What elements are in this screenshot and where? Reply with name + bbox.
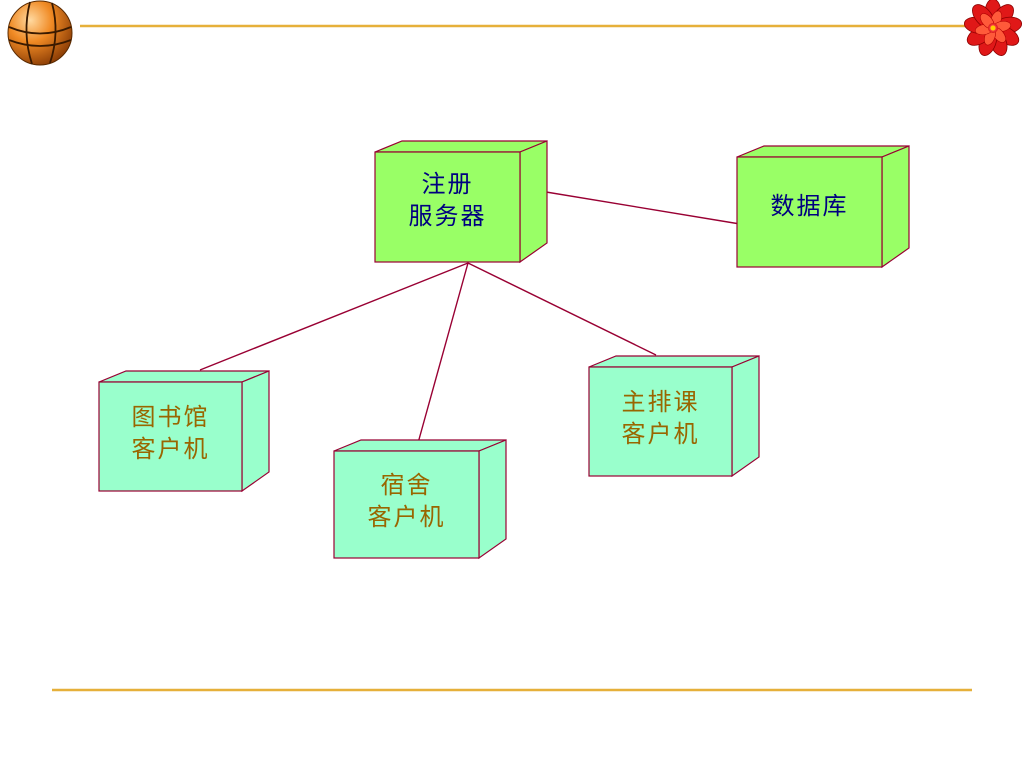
node-label-line: 客户机: [622, 420, 700, 448]
edge-server-scheduling: [467, 262, 657, 356]
nodes: 注册服务器数据库图书馆客户机宿舍客户机主排课客户机: [98, 140, 910, 560]
node-front-face: [98, 381, 243, 492]
node-side-face: [241, 370, 270, 493]
node-database: 数据库: [736, 145, 910, 269]
node-side-face: [881, 145, 910, 269]
node-label-line: 客户机: [132, 435, 210, 463]
edges: [199, 190, 741, 444]
node-label-line: 数据库: [771, 192, 849, 220]
node-front-face: [333, 450, 480, 559]
red-flower-icon: [963, 0, 1023, 56]
edge-server-dormitory: [417, 262, 469, 444]
node-front-face: [374, 151, 521, 263]
node-top-face: [588, 355, 760, 368]
node-label-line: 宿舍: [381, 471, 433, 499]
node-label-line: 图书馆: [132, 403, 210, 431]
node-top-face: [98, 370, 270, 383]
node-label-line: 主排课: [622, 388, 700, 416]
node-front-face: [588, 366, 733, 477]
node-label-line: 服务器: [409, 202, 487, 230]
basketball-icon: [7, 0, 73, 66]
edge-server-library: [199, 262, 469, 371]
node-front-face: [736, 156, 883, 268]
node-side-face: [478, 439, 507, 560]
node-side-face: [731, 355, 760, 478]
node-top-face: [333, 439, 507, 452]
node-top-face: [736, 145, 910, 158]
node-side-face: [519, 140, 548, 264]
node-label-line: 客户机: [368, 503, 446, 531]
node-label-line: 注册: [422, 170, 474, 198]
node-top-face: [374, 140, 548, 153]
edge-server-database: [539, 190, 741, 225]
